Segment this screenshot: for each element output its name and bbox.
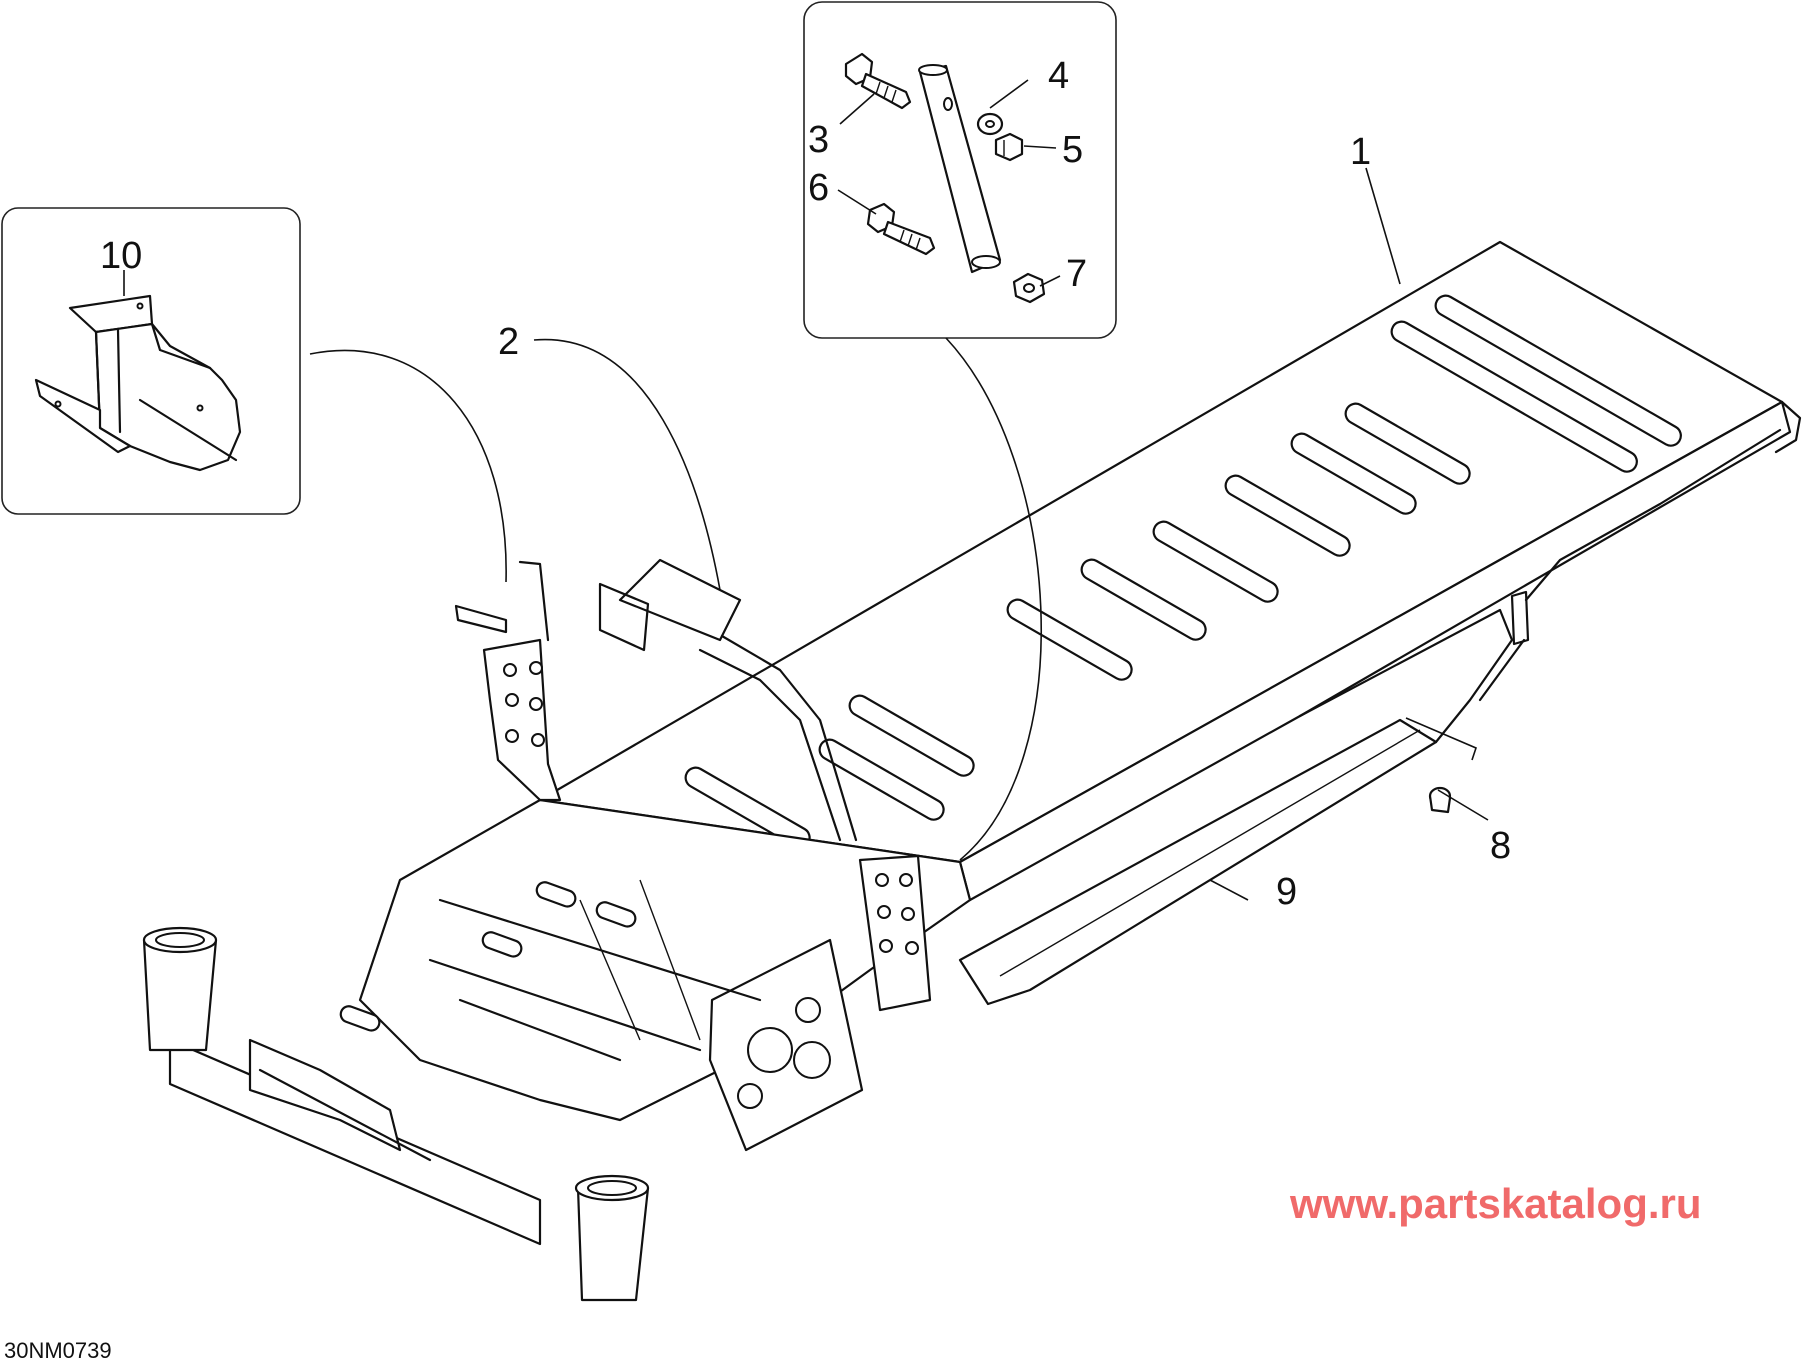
tunnel-slots bbox=[684, 294, 1682, 849]
nut-part-5 bbox=[994, 132, 1024, 162]
callout-6: 6 bbox=[808, 167, 829, 209]
bolt-part-3 bbox=[844, 52, 912, 110]
callout-10: 10 bbox=[100, 235, 142, 277]
detail-box-part-10 bbox=[1, 207, 301, 515]
plug-part-8 bbox=[1428, 786, 1452, 814]
washer-part-4 bbox=[976, 112, 1004, 136]
callout-7: 7 bbox=[1066, 253, 1087, 295]
left-shock-cup bbox=[142, 926, 218, 1052]
callout-3: 3 bbox=[808, 119, 829, 161]
front-cross-tube bbox=[168, 1038, 542, 1246]
callout-4: 4 bbox=[1048, 55, 1069, 97]
main-frame-assembly bbox=[142, 240, 1802, 1302]
callout-2: 2 bbox=[498, 321, 519, 363]
callout-9: 9 bbox=[1276, 871, 1297, 913]
bolt-part-6 bbox=[866, 202, 936, 256]
part-10-bracket-drawing bbox=[34, 294, 242, 472]
callout-1: 1 bbox=[1350, 131, 1371, 173]
callout-5: 5 bbox=[1062, 129, 1083, 171]
right-shock-cup bbox=[574, 1174, 650, 1302]
rod-bracket bbox=[918, 64, 1002, 274]
detail-box-parts-3-7 bbox=[803, 1, 1117, 339]
nut-part-7 bbox=[1012, 272, 1046, 304]
leader-lines bbox=[123, 79, 1489, 901]
callouts: 1 2 3 4 5 6 7 8 9 10 bbox=[100, 55, 1511, 913]
drawing-code: 30NM0739 bbox=[4, 1338, 112, 1363]
steering-support-part-2 bbox=[454, 558, 858, 842]
callout-8: 8 bbox=[1490, 825, 1511, 867]
watermark-url: www.partskatalog.ru bbox=[1289, 1180, 1702, 1227]
